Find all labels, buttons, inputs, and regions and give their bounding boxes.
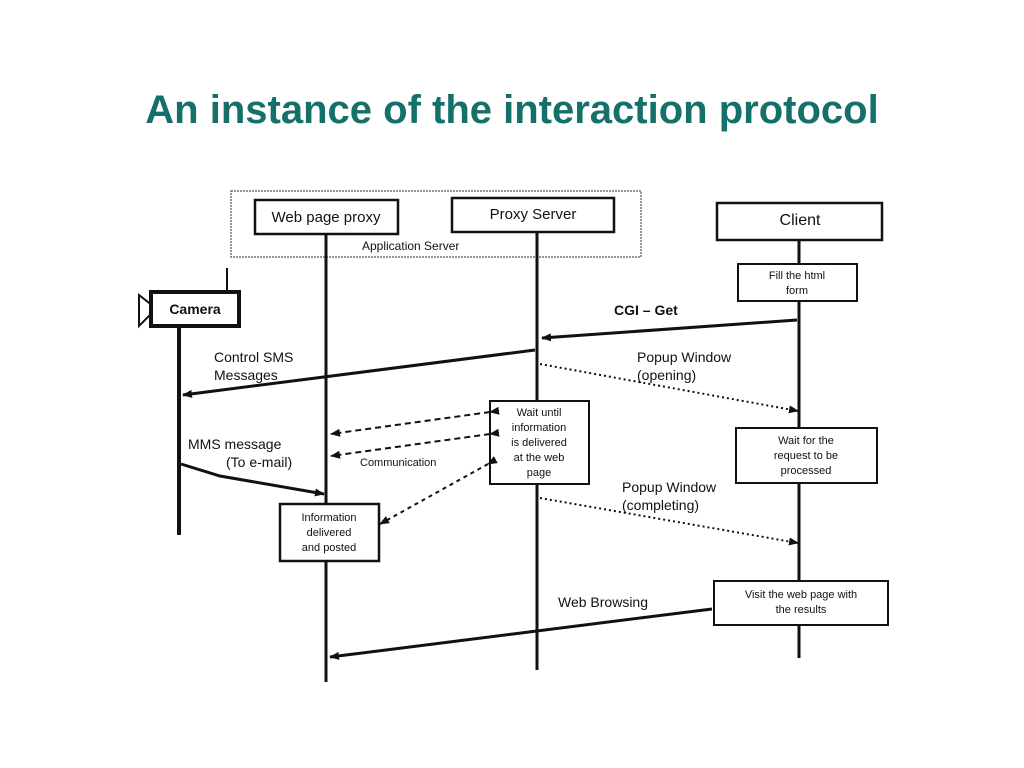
note-wait-request: Wait for the request to be processed	[735, 427, 878, 484]
svg-text:form: form	[786, 285, 808, 297]
message-popup-completing: Popup Window (completing)	[539, 479, 799, 546]
svg-text:Messages: Messages	[214, 367, 278, 383]
svg-text:Wait until: Wait until	[517, 407, 562, 419]
svg-text:Client: Client	[780, 212, 821, 229]
svg-text:and posted: and posted	[302, 542, 356, 554]
svg-text:request to be: request to be	[774, 450, 838, 462]
svg-text:Control SMS: Control SMS	[214, 349, 293, 365]
application-server-label: Application Server	[362, 239, 459, 253]
svg-text:Visit the web page with: Visit the web page with	[745, 589, 857, 601]
actor-proxy-server: Proxy Server	[450, 196, 616, 234]
svg-text:Information: Information	[301, 512, 356, 524]
svg-text:at the web: at the web	[514, 452, 565, 464]
svg-text:Popup Window: Popup Window	[622, 479, 717, 495]
message-mms: MMS message (To e-mail)	[180, 436, 325, 497]
message-control-sms: Control SMS Messages	[182, 348, 536, 398]
svg-text:Web page proxy: Web page proxy	[272, 209, 381, 226]
note-wait-info: Wait until information is delivered at t…	[489, 400, 590, 485]
note-visit-page: Visit the web page with the results	[713, 580, 889, 626]
slide-title: An instance of the interaction protocol	[145, 88, 879, 132]
svg-text:processed: processed	[781, 465, 832, 477]
svg-text:Camera: Camera	[169, 301, 221, 317]
svg-text:delivered: delivered	[307, 527, 352, 539]
svg-text:Wait for the: Wait for the	[778, 435, 834, 447]
message-communication-3	[379, 456, 498, 525]
svg-text:Web Browsing: Web Browsing	[558, 594, 648, 610]
svg-text:Fill the html: Fill the html	[769, 270, 825, 282]
svg-text:(completing): (completing)	[622, 497, 699, 513]
message-cgi-get: CGI – Get	[541, 302, 798, 342]
svg-text:Communication: Communication	[360, 457, 436, 469]
svg-text:MMS message: MMS message	[188, 436, 282, 452]
actor-camera: Camera	[138, 290, 241, 329]
actor-web-page-proxy: Web page proxy	[253, 198, 400, 236]
svg-text:CGI – Get: CGI – Get	[614, 302, 678, 318]
message-popup-opening: Popup Window (opening)	[539, 349, 799, 414]
svg-text:information: information	[512, 422, 566, 434]
svg-text:Popup Window: Popup Window	[637, 349, 732, 365]
message-communication-1	[330, 406, 500, 437]
svg-text:is delivered: is delivered	[511, 437, 567, 449]
note-info-delivered: Information delivered and posted	[278, 502, 381, 563]
svg-text:page: page	[527, 467, 551, 479]
note-fill-form: Fill the html form	[737, 263, 858, 302]
svg-text:(To e-mail): (To e-mail)	[226, 454, 292, 470]
svg-text:(opening): (opening)	[637, 367, 696, 383]
application-server-group	[230, 190, 642, 258]
svg-text:the results: the results	[776, 604, 827, 616]
actor-client: Client	[715, 201, 884, 242]
svg-text:Proxy Server: Proxy Server	[490, 206, 577, 223]
message-web-browsing: Web Browsing	[329, 594, 713, 660]
message-communication-2: Communication	[330, 428, 500, 469]
